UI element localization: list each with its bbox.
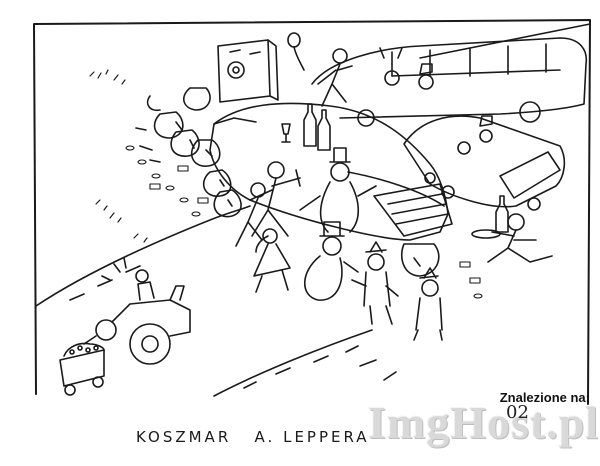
imghost-watermark: ImgHost.pl <box>368 397 600 448</box>
artist-signature: 02 <box>506 402 529 423</box>
trailer-with-coins <box>59 342 105 396</box>
balloon <box>287 32 305 71</box>
crowd-figures <box>235 47 553 341</box>
panel-border <box>33 19 591 405</box>
found-on-label: Znalezione na: <box>499 390 590 405</box>
limousine <box>311 37 588 127</box>
money-bag-pile <box>135 87 242 218</box>
road-dashes <box>69 265 397 389</box>
road-edge-right <box>213 329 373 397</box>
sports-car <box>403 115 566 211</box>
champagne-bottles <box>281 103 509 233</box>
cartoon-caption: KOSZMAR A. LEPPERA <box>136 428 370 446</box>
road-edge-left <box>35 205 251 307</box>
safe <box>217 39 279 103</box>
scattered-coins <box>125 145 483 299</box>
tractor <box>83 257 191 365</box>
grass-tufts <box>89 69 148 243</box>
